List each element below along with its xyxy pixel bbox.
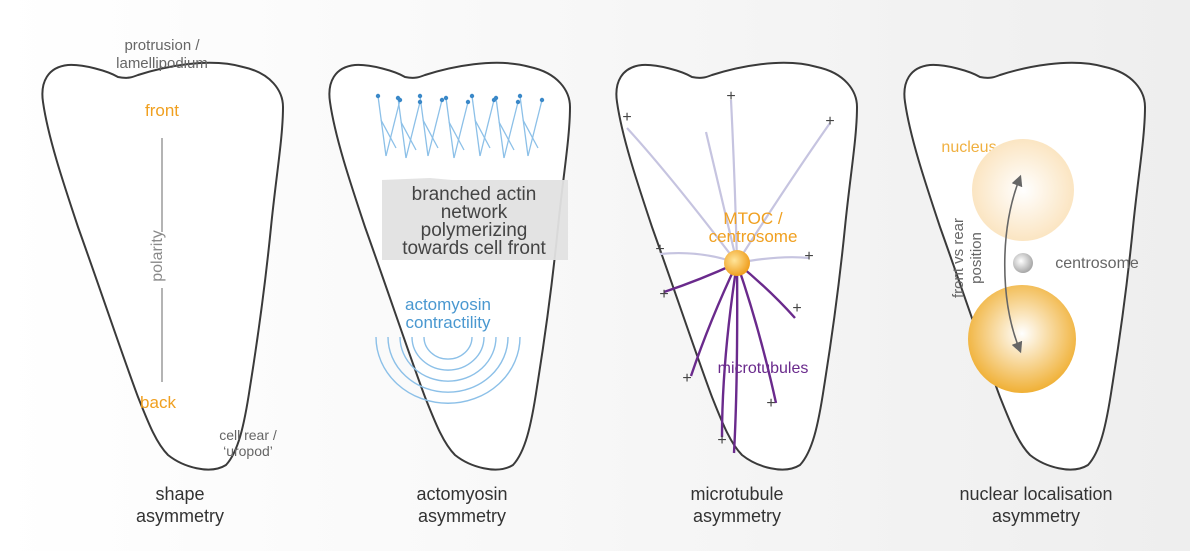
- caption-line2: asymmetry: [418, 506, 506, 526]
- uropod-label: ‘uropod’: [223, 443, 273, 459]
- mtoc-centrosome: [724, 250, 750, 276]
- centrosome-label: centrosome: [1055, 255, 1139, 272]
- lamellipodium-label: lamellipodium: [116, 55, 208, 72]
- actin-tip: [470, 94, 474, 98]
- position-label-line2: position: [968, 232, 985, 284]
- centrosome: [1013, 253, 1033, 273]
- caption-line1: microtubule: [690, 484, 783, 504]
- panel-nuclear-localisation-asymmetry: nucleus centrosome front vs rear positio…: [904, 63, 1145, 526]
- plus-end-marker: +: [622, 109, 631, 126]
- nucleus-front-position: [972, 139, 1074, 241]
- actin-tip: [494, 96, 498, 100]
- cell-rear-label: cell rear /: [219, 427, 277, 443]
- nucleus-rear-position: [968, 285, 1076, 393]
- actin-tip: [518, 94, 522, 98]
- contractility-line1: actomyosin: [405, 295, 491, 314]
- actin-tip: [376, 94, 380, 98]
- actin-tip: [440, 98, 444, 102]
- caption-line1: nuclear localisation: [959, 484, 1112, 504]
- plus-end-marker: +: [825, 113, 834, 130]
- plus-end-marker: +: [717, 432, 726, 449]
- caption-line1: actomyosin: [416, 484, 507, 504]
- panel-shape-asymmetry: protrusion / lamellipodium front polarit…: [42, 37, 283, 526]
- actin-tip: [540, 98, 544, 102]
- front-label: front: [145, 101, 179, 120]
- panel-microtubule-asymmetry: MTOC / centrosome microtubules + + + + + + + + +…: [616, 63, 857, 526]
- actin-tip: [418, 100, 422, 104]
- back-label: back: [140, 393, 176, 412]
- actin-tip: [466, 100, 470, 104]
- plus-end-marker: +: [659, 286, 668, 303]
- caption-line2: asymmetry: [693, 506, 781, 526]
- plus-end-marker: +: [682, 370, 691, 387]
- plus-end-marker: +: [804, 248, 813, 265]
- position-label-line1: front vs rear: [950, 218, 967, 298]
- polarity-label: polarity: [149, 230, 166, 282]
- actin-tip: [396, 96, 400, 100]
- panel-actomyosin-asymmetry: branched actin network polymerizing towa…: [329, 63, 570, 526]
- plus-end-marker: +: [655, 241, 664, 258]
- caption-line1: shape: [155, 484, 204, 504]
- contractility-line2: contractility: [405, 313, 491, 332]
- mtoc-label-line2: centrosome: [709, 227, 798, 246]
- actin-tip: [444, 96, 448, 100]
- caption-line2: asymmetry: [992, 506, 1080, 526]
- plus-end-marker: +: [726, 88, 735, 105]
- plus-end-marker: +: [766, 395, 775, 412]
- actin-tip: [418, 94, 422, 98]
- mtoc-label-line1: MTOC /: [723, 209, 782, 228]
- caption-line2: asymmetry: [136, 506, 224, 526]
- callout-line4: towards cell front: [402, 238, 546, 259]
- protrusion-label: protrusion /: [124, 37, 200, 54]
- microtubules-label: microtubules: [718, 360, 809, 377]
- plus-end-marker: +: [792, 300, 801, 317]
- actin-tip: [516, 100, 520, 104]
